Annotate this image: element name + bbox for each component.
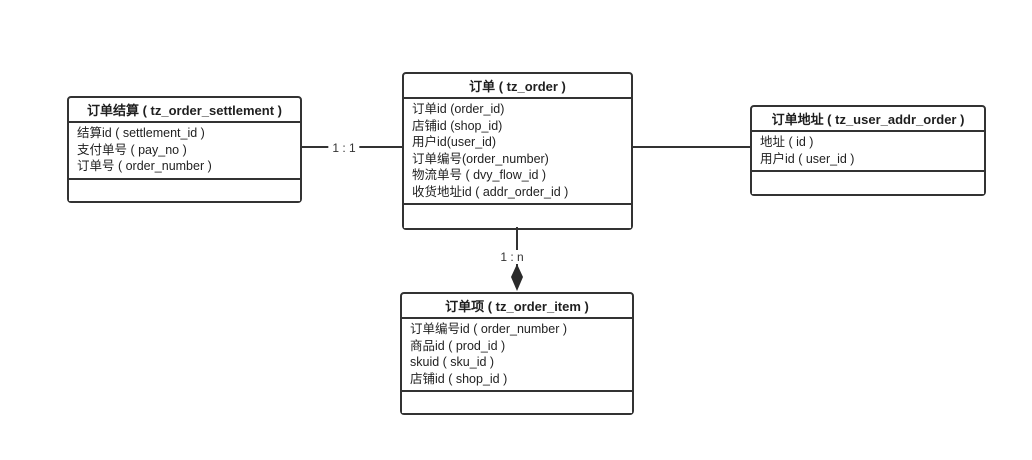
field-row: 订单编号id ( order_number ) (410, 322, 567, 336)
entity-empty-section (404, 205, 631, 228)
entity-order-settlement: 订单结算 ( tz_order_settlement ) 结算id ( sett… (67, 96, 302, 203)
entity-user-addr-order: 订单地址 ( tz_user_addr_order ) 地址 ( id ) 用户… (750, 105, 986, 196)
connector-order-item (516, 227, 518, 270)
relation-label-one-to-one: 1 : 1 (328, 141, 360, 155)
entity-field-list: 结算id ( settlement_id ) 支付单号 ( pay_no ) 订… (69, 123, 300, 180)
entity-order-item: 订单项 ( tz_order_item ) 订单编号id ( order_num… (400, 292, 634, 415)
field-row: 用户id(user_id) (412, 135, 497, 149)
entity-field-list: 订单编号id ( order_number ) 商品id ( prod_id )… (402, 319, 632, 392)
field-row: 店铺id ( shop_id ) (410, 371, 508, 386)
entity-title: 订单项 ( tz_order_item ) (402, 294, 632, 319)
entity-field-list: 订单id (order_id) 店铺id (shop_id) 用户id(user… (404, 99, 631, 205)
field-row: 订单id (order_id) (412, 102, 505, 116)
field-row: 结算id ( settlement_id ) (77, 126, 205, 140)
field-row: 地址 ( id ) (760, 135, 814, 149)
entity-empty-section (752, 172, 984, 194)
diamond-arrowhead-icon (511, 264, 523, 291)
entity-title: 订单地址 ( tz_user_addr_order ) (752, 107, 984, 132)
field-row: 收货地址id ( addr_order_id ) (412, 184, 569, 199)
entity-empty-section (69, 179, 300, 201)
field-row: 订单号 ( order_number ) (77, 159, 212, 173)
field-row: 支付单号 ( pay_no ) (77, 142, 187, 157)
field-row: 用户id ( user_id ) (760, 151, 855, 166)
entity-empty-section (402, 392, 632, 413)
field-row: 店铺id (shop_id) (412, 118, 503, 133)
field-row: 订单编号(order_number) (412, 151, 549, 166)
entity-field-list: 地址 ( id ) 用户id ( user_id ) (752, 132, 984, 172)
relation-label-one-to-many: 1 : n (496, 250, 528, 264)
field-row: 物流单号 ( dvy_flow_id ) (412, 168, 547, 182)
entity-title: 订单结算 ( tz_order_settlement ) (69, 98, 300, 123)
entity-title: 订单 ( tz_order ) (404, 74, 631, 99)
connector-order-addr (631, 146, 750, 148)
field-row: skuid ( sku_id ) (410, 355, 495, 369)
entity-order: 订单 ( tz_order ) 订单id (order_id) 店铺id (sh… (402, 72, 633, 230)
field-row: 商品id ( prod_id ) (410, 338, 506, 353)
